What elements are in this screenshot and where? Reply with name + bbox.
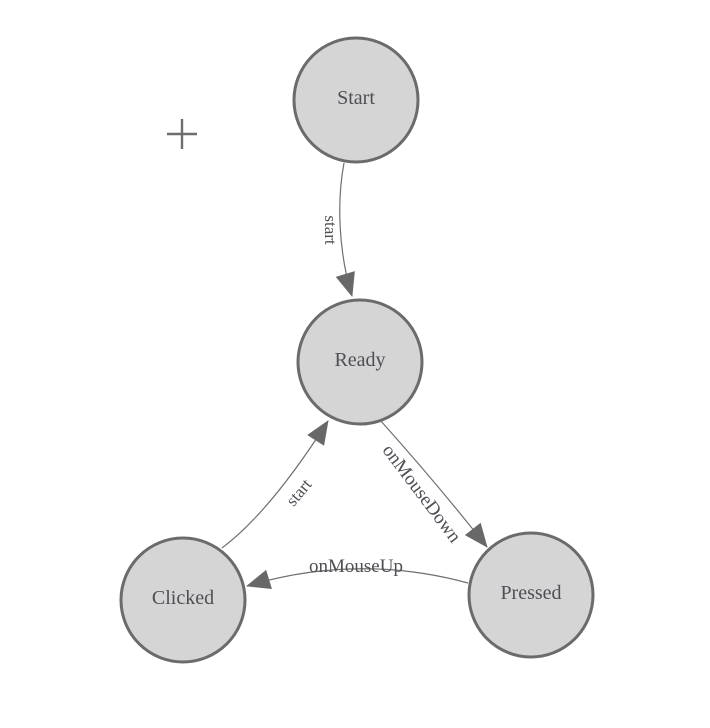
node-circle-pressed [467,531,595,659]
node-clicked[interactable]: Clicked [119,536,247,664]
edge-pressed-clicked[interactable] [246,568,469,589]
node-label-ready: Ready [334,349,385,371]
edge-label-start-top: start [321,215,340,245]
node-ready[interactable]: Ready [296,298,424,426]
node-start[interactable]: Start [292,36,420,164]
edges-layer [221,162,488,589]
node-circle-ready [296,298,424,426]
node-label-clicked: Clicked [152,587,214,609]
edge-start-ready[interactable] [335,162,355,297]
edge-label-onmousedown: onMouseDown [378,441,466,548]
node-circle-clicked [119,536,247,664]
node-label-pressed: Pressed [500,582,561,604]
edge-ready-pressed[interactable] [379,419,488,548]
node-label-start: Start [337,87,375,109]
crosshair-plus-icon [167,119,197,149]
node-pressed[interactable]: Pressed [467,531,595,659]
edge-label-onmouseup: onMouseUp [309,556,403,577]
node-circle-start [292,36,420,164]
edge-clicked-ready[interactable] [221,420,329,549]
